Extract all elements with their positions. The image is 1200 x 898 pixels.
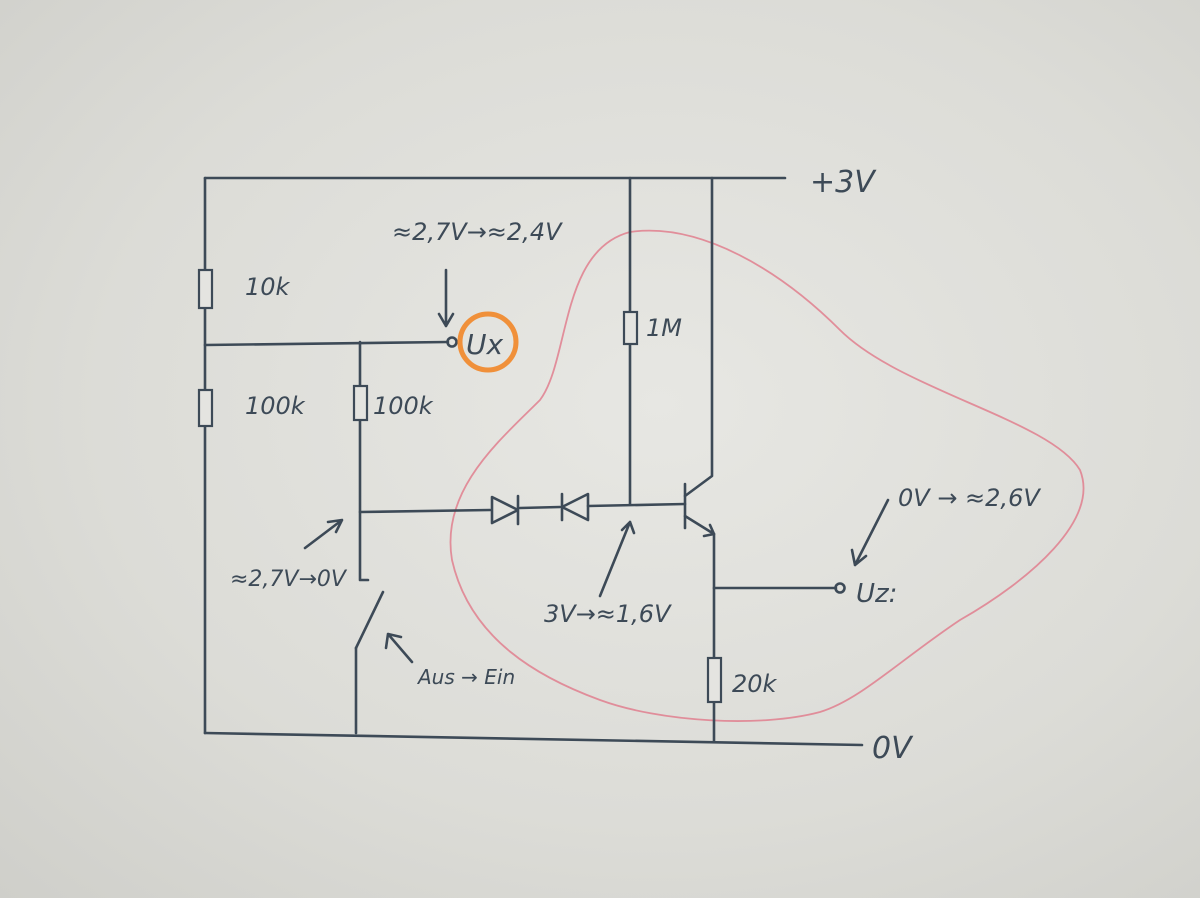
ground-label: 0V bbox=[872, 731, 914, 766]
r4-label: 1M bbox=[646, 314, 682, 342]
resistor-20k bbox=[706, 656, 723, 704]
uz-arrow bbox=[850, 498, 890, 567]
r5-label: 20k bbox=[732, 670, 778, 698]
transistor-emitter bbox=[683, 514, 716, 538]
diode-2 bbox=[560, 492, 590, 522]
supply-label: +3V bbox=[810, 165, 877, 200]
uz-node-label: Uz: bbox=[856, 579, 897, 609]
r2-label: 100k bbox=[245, 392, 306, 420]
ux-voltage-label: ≈2,7V→≈2,4V bbox=[392, 218, 563, 246]
r1-label: 10k bbox=[245, 273, 291, 301]
r3-label: 100k bbox=[373, 392, 434, 420]
resistor-1m bbox=[622, 310, 639, 346]
resistor-10k bbox=[197, 268, 214, 310]
ux-node-label: Ux bbox=[466, 328, 503, 361]
ground-rail bbox=[203, 731, 864, 747]
diode-1 bbox=[490, 494, 520, 526]
resistor-100k-middle bbox=[352, 384, 369, 422]
ux-highlight-ring bbox=[457, 311, 519, 373]
switch-lever bbox=[354, 590, 385, 650]
switch-arrow bbox=[384, 632, 414, 664]
ux-wire bbox=[203, 340, 450, 347]
ux-arrow bbox=[437, 268, 455, 328]
middle-branch bbox=[358, 340, 370, 582]
ux-terminal bbox=[446, 336, 458, 348]
uz-voltage-label: 0V → ≈2,6V bbox=[898, 484, 1041, 512]
base-voltage-label: 3V→≈1,6V bbox=[544, 600, 672, 628]
switch-node-arrow bbox=[303, 518, 344, 550]
resistor-100k-left bbox=[197, 388, 214, 428]
highlight-outline bbox=[449, 229, 1085, 722]
switch-node-voltage-label: ≈2,7V→0V bbox=[230, 567, 348, 592]
transistor-collector bbox=[683, 176, 714, 498]
base-wire bbox=[358, 502, 687, 514]
switch-state-label: Aus → Ein bbox=[416, 665, 515, 689]
base-arrow bbox=[598, 520, 636, 598]
uz-terminal bbox=[834, 582, 846, 594]
